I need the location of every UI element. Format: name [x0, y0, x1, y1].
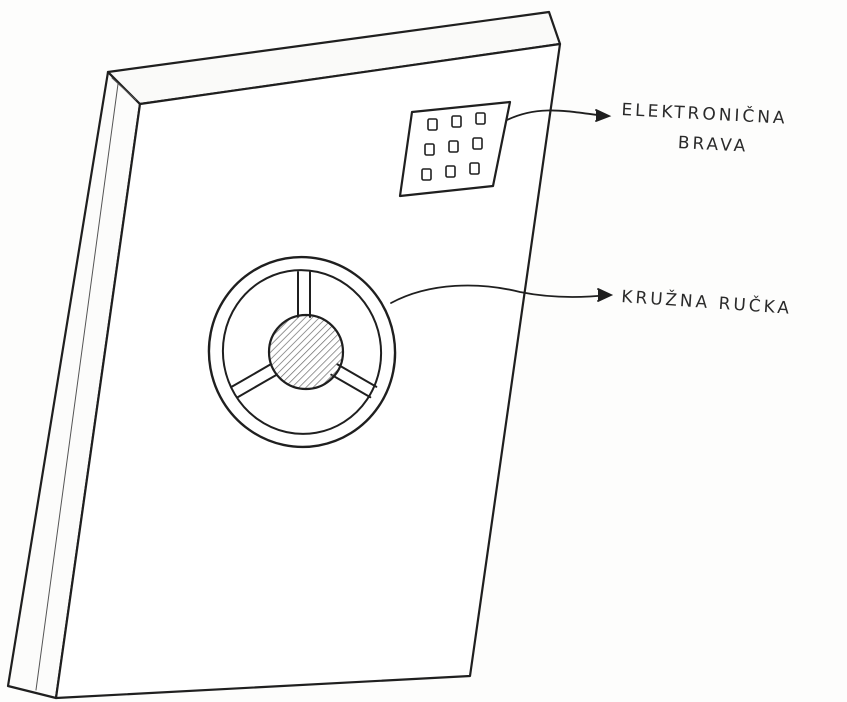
electronic-lock-label: ELEKTRONIČNA BRAVA	[619, 100, 788, 159]
handle-hub	[269, 315, 343, 389]
lock-arrowhead	[596, 110, 609, 121]
handle-arrowhead	[598, 289, 611, 301]
